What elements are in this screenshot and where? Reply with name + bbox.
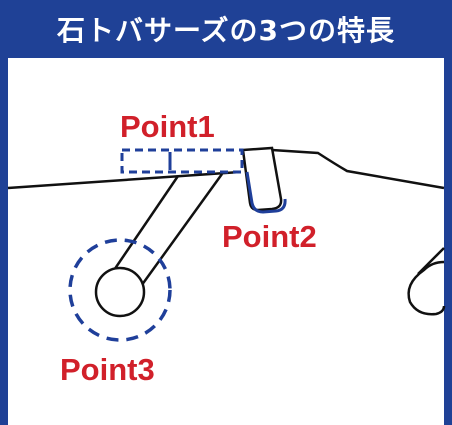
pivot-hole-icon-right	[407, 260, 446, 316]
title-banner: 石トバサーズの3つの特長	[0, 0, 452, 58]
pivot-highlight-circle	[68, 238, 172, 342]
body-outline-left	[7, 170, 241, 190]
left-arm	[108, 173, 224, 301]
point1-label: Point1	[120, 109, 215, 144]
gap-indicator	[120, 148, 244, 174]
pivot-hole-icon	[94, 266, 146, 318]
blade-tip-icon	[241, 146, 287, 214]
page-title: 石トバサーズの3つの特長	[56, 14, 396, 47]
left-border	[0, 58, 8, 425]
point3-label: Point3	[60, 352, 155, 387]
body-outline-right	[271, 148, 445, 190]
right-border	[444, 58, 452, 425]
point2-label: Point2	[222, 219, 317, 254]
